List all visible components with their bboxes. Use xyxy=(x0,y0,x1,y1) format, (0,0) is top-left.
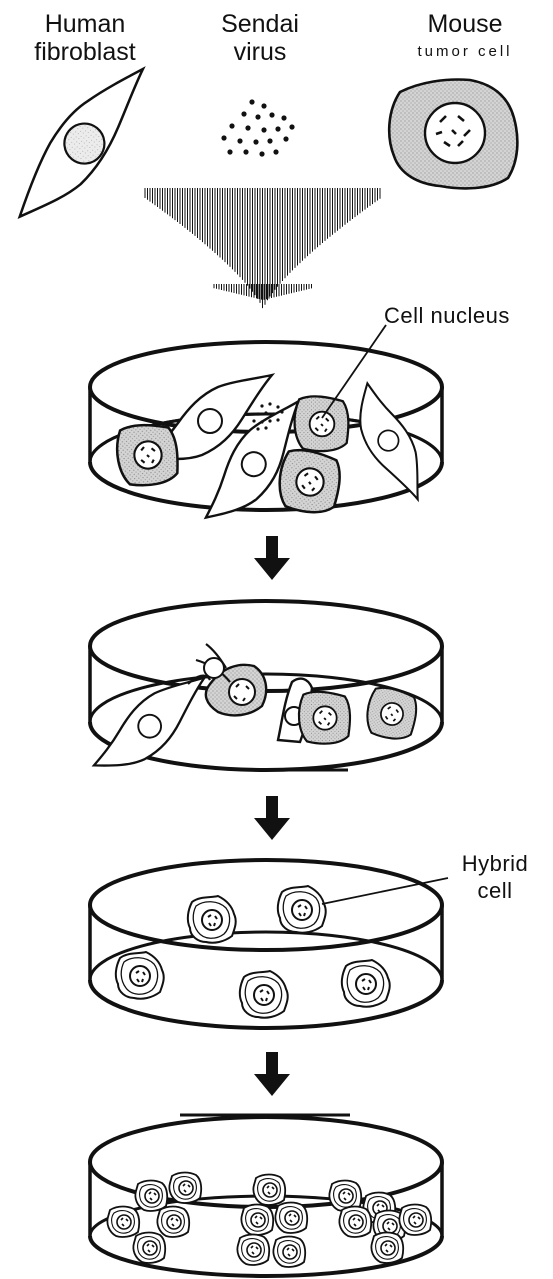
arrow-down-1 xyxy=(254,536,290,580)
label-mouse-tumor-line1: Mouse xyxy=(427,10,503,38)
label-mouse-tumor-line2: tumor cell xyxy=(417,43,513,60)
label-human-fibroblast-line1: Human xyxy=(44,10,126,38)
label-human-fibroblast-line2: fibroblast xyxy=(34,38,136,66)
dish-1-mixture xyxy=(88,340,444,521)
cell-nucleus-pointer xyxy=(321,324,387,419)
mouse-tumor-cell xyxy=(387,78,519,190)
dish-3-hybrid-cells xyxy=(88,858,444,1030)
sendai-virus-particles xyxy=(221,99,295,157)
label-hybrid-cell-line2: cell xyxy=(477,877,513,903)
human-fibroblast-cell xyxy=(17,66,146,220)
label-sendai-virus-line1: Sendai xyxy=(221,10,299,38)
label-hybrid-cell: Hybrid cell xyxy=(440,851,550,903)
label-cell-nucleus: Cell nucleus xyxy=(384,303,510,328)
dish-2-fusion xyxy=(86,599,444,772)
label-mouse-tumor-cell: Mouse tumor cell xyxy=(385,10,545,61)
arrow-down-2 xyxy=(254,796,290,840)
mixing-funnel xyxy=(144,188,381,309)
label-human-fibroblast: Human fibroblast xyxy=(10,10,160,66)
dish-4-proliferated-hybrids xyxy=(88,1113,444,1278)
label-sendai-virus: Sendai virus xyxy=(190,10,330,66)
label-hybrid-cell-line1: Hybrid xyxy=(461,851,529,876)
label-sendai-virus-line2: virus xyxy=(233,38,287,66)
hybrid-cell-pointer xyxy=(321,877,449,905)
arrow-down-3 xyxy=(254,1052,290,1096)
